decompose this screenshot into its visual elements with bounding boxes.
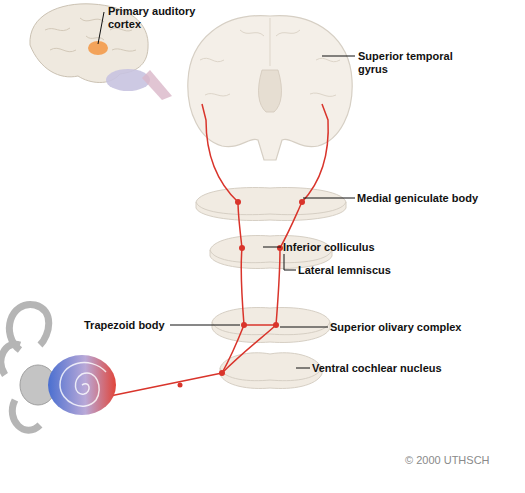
copyright-note: © 2000 UTHSCH: [405, 454, 515, 467]
brainstem-slices: [196, 188, 346, 389]
structure-label: Medial geniculate body: [357, 192, 517, 205]
structure-label: Lateral lemniscus: [298, 264, 428, 277]
structure-label: Superior olivary complex: [330, 321, 500, 334]
structure-label: Inferior colliculus: [283, 241, 413, 254]
structure-label: Ventral cochlear nucleus: [312, 362, 482, 375]
synapse-dots: [178, 199, 306, 388]
structure-label: Superior temporal gyrus: [358, 50, 458, 76]
lateral-brain: [30, 4, 172, 100]
structure-label: Trapezoid body: [84, 319, 174, 332]
leader-lines: [170, 56, 355, 368]
structure-label: Primary auditory cortex: [108, 5, 203, 31]
